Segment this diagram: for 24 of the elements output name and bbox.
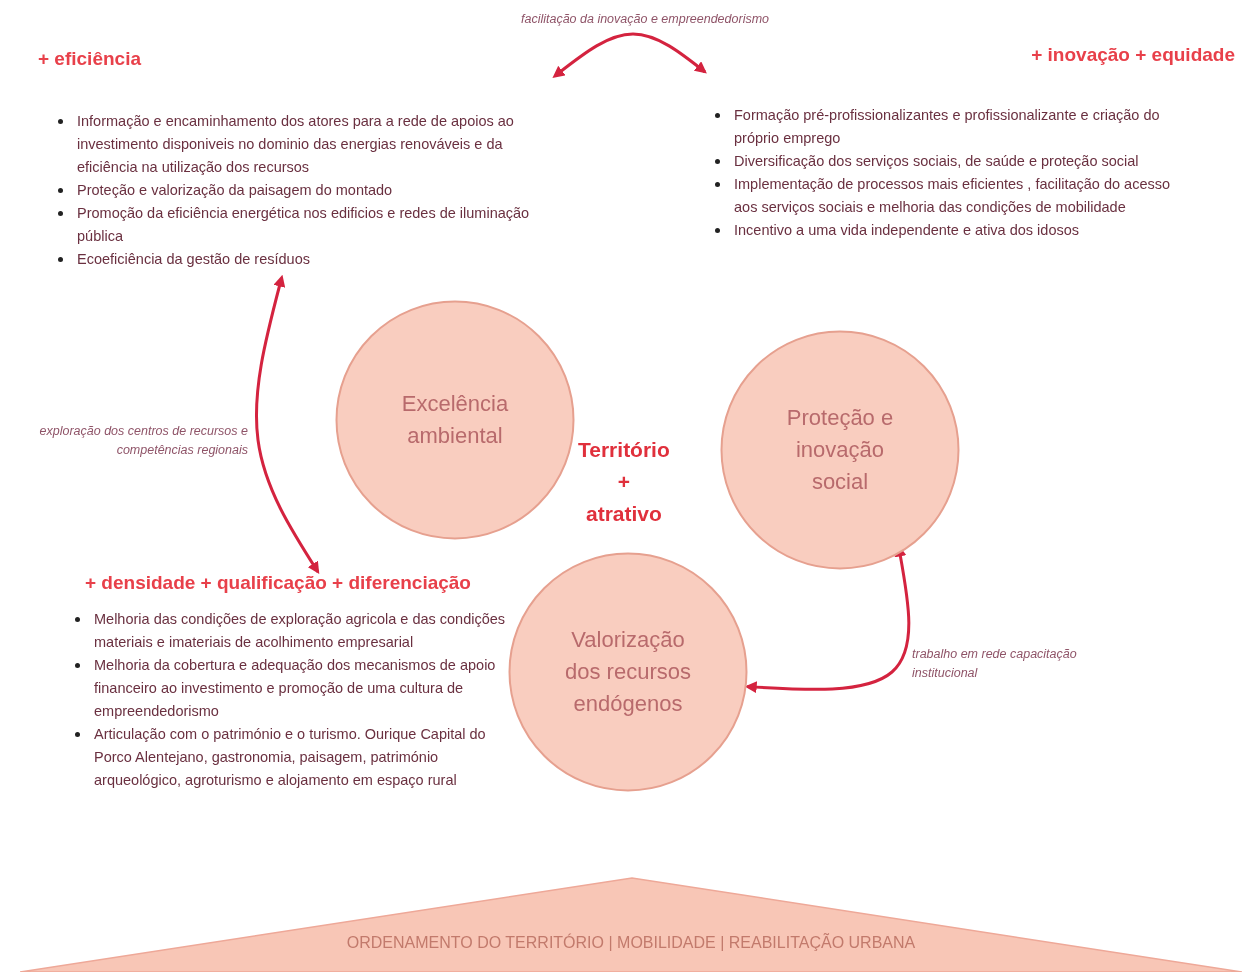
curved-arrow <box>552 32 707 78</box>
bullet-item: Incentivo a uma vida independente e ativa dos idosos <box>734 222 1079 238</box>
circle-label: Valorização dos recursos endógenos <box>564 626 692 718</box>
section-heading: + eficiência <box>38 48 141 70</box>
bullet-item: Proteção e valorização da paisagem do montado <box>77 182 393 198</box>
bullet-item: Informação e encaminhamento dos atores para a rede de apoios ao investimento disponiveis no dominio das energias renováveis e da eficiência na utilização dos recursos <box>77 113 514 175</box>
center-label: Território + atrativo <box>578 437 670 527</box>
edge-label: trabalho em rede capacitação institucional <box>912 646 1078 682</box>
circle-label: Proteção e inovação social <box>785 404 895 496</box>
bullet-item: Implementação de processos mais eficientes , facilitação do acesso aos serviços sociais e melhoria das condições de mobilidade <box>734 176 1171 215</box>
curved-arrow <box>254 274 320 574</box>
section-heading: + inovação + equidade <box>1031 44 1235 66</box>
edge-label: facilitação da inovação e empreendedorismo <box>519 11 771 28</box>
bullet-item: Melhoria das condições de exploração agricola e das condições materiais e imateriais de acolhimento empresarial <box>94 611 506 650</box>
bullet-item: Articulação com o património e o turismo. Ourique Capital do Porco Alentejano, gastronomia, paisagem, património arqueológico, agroturismo e alojamento em espaço rural <box>94 726 486 788</box>
bullet-item: Diversificação dos serviços sociais, de saúde e proteção social <box>734 153 1139 169</box>
foundation-label: ORDENAMENTO DO TERRITÓRIO | MOBILIDADE | REABILITAÇÃO URBANA <box>346 934 916 951</box>
edge-label: exploração dos centros de recursos e competências regionais <box>38 423 248 459</box>
bullet-item: Formação pré-profissionalizantes e profissionalizante e criação do próprio emprego <box>734 107 1160 146</box>
section-heading: + densidade + qualificação + diferenciação <box>85 572 471 594</box>
circle-label: Excelência ambiental <box>400 390 510 450</box>
bullet-item: Promoção da eficiência energética nos edificios e redes de iluminação pública <box>77 205 530 244</box>
bullet-item: Melhoria da cobertura e adequação dos mecanismos de apoio financeiro ao investimento e promoção de uma cultura de empreendedorismo <box>94 657 496 719</box>
bullet-item: Ecoeficiência da gestão de resíduos <box>77 251 310 267</box>
